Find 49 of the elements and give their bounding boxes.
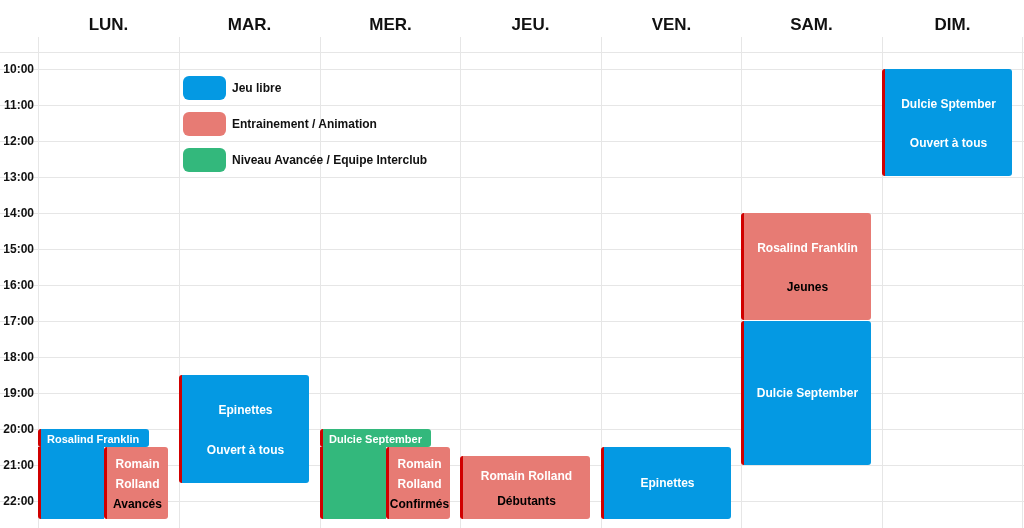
event-title: Romain Rolland — [396, 455, 443, 493]
event-block — [386, 447, 450, 519]
event-title: Dulcie September — [756, 385, 859, 402]
time-label: 18:00 — [2, 350, 34, 364]
event-block — [320, 429, 431, 447]
event-block — [179, 375, 309, 483]
time-label: 21:00 — [2, 458, 34, 472]
event-block — [104, 447, 168, 519]
event-block — [882, 69, 1012, 176]
time-label: 19:00 — [2, 386, 34, 400]
event-subtitle: Jeunes — [786, 278, 829, 295]
event-title: Romain Rolland — [480, 468, 573, 486]
event-title: Epinettes — [218, 402, 273, 420]
day-heading: MER. — [368, 15, 413, 35]
time-label: 13:00 — [2, 170, 34, 184]
time-label: 15:00 — [2, 242, 34, 256]
event-title: Rosalind Franklin — [757, 239, 858, 257]
event-subtitle: Ouvert à tous — [206, 441, 285, 458]
day-heading: VEN. — [650, 15, 693, 35]
event-title: Dulcie September — [329, 432, 422, 447]
event-subtitle: Débutants — [497, 492, 556, 509]
event-block — [601, 447, 731, 519]
event-block — [460, 456, 590, 519]
time-label: 11:00 — [2, 98, 34, 112]
day-heading: JEU. — [510, 15, 551, 35]
time-label: 17:00 — [2, 314, 34, 328]
event-subtitle: Ouvert à tous — [909, 134, 988, 151]
event-title: Dulcie Sptember — [901, 95, 996, 113]
legend-label: Niveau Avancée / Equipe Interclub — [232, 153, 428, 167]
day-heading: DIM. — [933, 15, 972, 35]
day-heading: MAR. — [226, 15, 273, 35]
day-heading: LUN. — [87, 15, 130, 35]
event-subtitle: Confirmés — [389, 496, 450, 513]
event-title: Romain Rolland — [114, 455, 161, 493]
day-heading: SAM. — [789, 15, 834, 35]
event-subtitle: Avancés — [113, 496, 162, 513]
time-label: 20:00 — [2, 422, 34, 436]
event-block — [741, 321, 871, 465]
time-label: 22:00 — [2, 494, 34, 508]
time-label: 12:00 — [2, 134, 34, 148]
legend-label: Entrainement / Animation — [232, 117, 377, 131]
time-label: 16:00 — [2, 278, 34, 292]
time-label: 14:00 — [2, 206, 34, 220]
time-label: 10:00 — [2, 62, 34, 76]
event-title: Epinettes — [640, 475, 695, 492]
event-title: Rosalind Franklin — [47, 432, 140, 447]
event-block — [741, 213, 871, 320]
event-block — [38, 429, 149, 447]
legend-label: Jeu libre — [232, 81, 282, 95]
